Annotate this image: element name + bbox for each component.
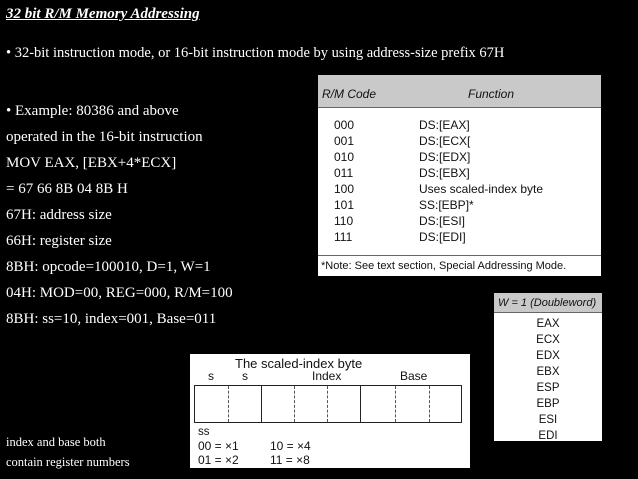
- footer-line: index and base both: [6, 435, 106, 449]
- text-line: 04H: MOD=00, REG=000, R/M=100: [6, 285, 233, 301]
- table-row: 010 DS:[EDX]: [318, 149, 601, 165]
- rm-function: DS:[ESI]: [419, 214, 466, 228]
- rm-code: 101: [334, 198, 355, 212]
- example-text-block: • Example: 80386 and above operated in t…: [6, 98, 233, 332]
- register-name: ESP: [536, 382, 560, 394]
- text-line: = 67 66 8B 04 8B H: [6, 181, 128, 197]
- bit-divider: [294, 386, 295, 422]
- rm-code: 011: [334, 166, 354, 180]
- register-name: EBP: [536, 398, 560, 410]
- scale-mapping: 01 = ×2: [198, 453, 239, 467]
- sib-field-label: Base: [400, 369, 428, 383]
- sib-field-label: s: [208, 369, 214, 383]
- footer-line: contain register numbers: [6, 455, 130, 469]
- sib-field-label: Index: [312, 369, 342, 383]
- rm-code: 001: [334, 134, 355, 148]
- rm-code: 000: [334, 118, 355, 132]
- field-divider: [261, 386, 262, 422]
- bit-divider: [327, 386, 328, 422]
- rm-code: 100: [334, 182, 355, 196]
- register-name: EAX: [536, 318, 560, 330]
- rm-code-header: R/M Code: [322, 87, 377, 101]
- rm-code-table: R/M Code Function 000 DS:[EAX] 001 DS:[E…: [318, 75, 601, 276]
- sib-bit-fields: [194, 385, 462, 423]
- rm-code: 010: [334, 150, 355, 164]
- rm-code: 111: [334, 230, 353, 244]
- rm-function: DS:[EDX]: [419, 150, 471, 164]
- table-row: 001 DS:[ECX[: [318, 133, 601, 149]
- rm-function: DS:[EAX]: [419, 118, 470, 132]
- register-name: EDI: [538, 430, 558, 442]
- register-name: EDX: [536, 350, 560, 362]
- table-row: 101 SS:[EBP]*: [318, 197, 601, 213]
- field-divider: [360, 386, 361, 422]
- function-header: Function: [468, 87, 515, 101]
- text-line: 8BH: ss=10, index=001, Base=011: [6, 311, 217, 327]
- table-row: 000 DS:[EAX]: [318, 117, 601, 133]
- bit-divider: [395, 386, 396, 422]
- table-row: 100 Uses scaled-index byte: [318, 181, 601, 197]
- text-line: 8BH: opcode=100010, D=1, W=1: [6, 259, 211, 275]
- rm-table-header: R/M Code Function: [318, 75, 601, 108]
- text-line: MOV EAX, [EBX+4*ECX]: [6, 155, 177, 171]
- scale-mapping: 11 = ×8: [270, 453, 310, 467]
- sib-field-label: s: [242, 369, 248, 383]
- text-line: 66H: register size: [6, 233, 112, 249]
- register-name: EBX: [536, 366, 560, 378]
- table-row: 111 DS:[EDI]: [318, 229, 601, 245]
- w-table-header: W = 1 (Doubleword): [494, 293, 602, 313]
- table-row: 011 DS:[EBX]: [318, 165, 601, 181]
- scale-mapping: 10 = ×4: [270, 439, 311, 453]
- text-line: operated in the 16-bit instruction: [6, 129, 203, 145]
- sib-title: The scaled-index byte: [235, 356, 363, 371]
- text-line: 67H: address size: [6, 207, 112, 223]
- bullet-instruction-mode: • 32-bit instruction mode, or 16-bit ins…: [6, 45, 505, 61]
- scale-mapping: 00 = ×1: [198, 439, 239, 453]
- doubleword-register-table: W = 1 (Doubleword) EAX ECX EDX EBX ESP E…: [494, 293, 602, 442]
- register-name: ECX: [536, 334, 560, 346]
- footer-note: index and base both contain register num…: [6, 432, 130, 472]
- rm-function: DS:[ECX[: [419, 134, 471, 148]
- ss-label: ss: [198, 426, 210, 438]
- rm-function: DS:[EDI]: [419, 230, 466, 244]
- text-line: • Example: 80386 and above: [6, 103, 179, 119]
- bit-divider: [228, 386, 229, 422]
- rm-function: DS:[EBX]: [419, 166, 470, 180]
- table-row: 110 DS:[ESI]: [318, 213, 601, 229]
- rm-code: 110: [334, 214, 354, 228]
- register-name: ESI: [538, 414, 558, 426]
- slide-title: 32 bit R/M Memory Addressing: [6, 6, 200, 22]
- rm-function: SS:[EBP]*: [419, 198, 474, 212]
- bit-divider: [429, 386, 430, 422]
- scaled-index-byte-diagram: The scaled-index byte s s Index Base ss …: [190, 354, 470, 468]
- rm-function: Uses scaled-index byte: [419, 182, 544, 196]
- rm-table-note: *Note: See text section, Special Address…: [318, 255, 601, 276]
